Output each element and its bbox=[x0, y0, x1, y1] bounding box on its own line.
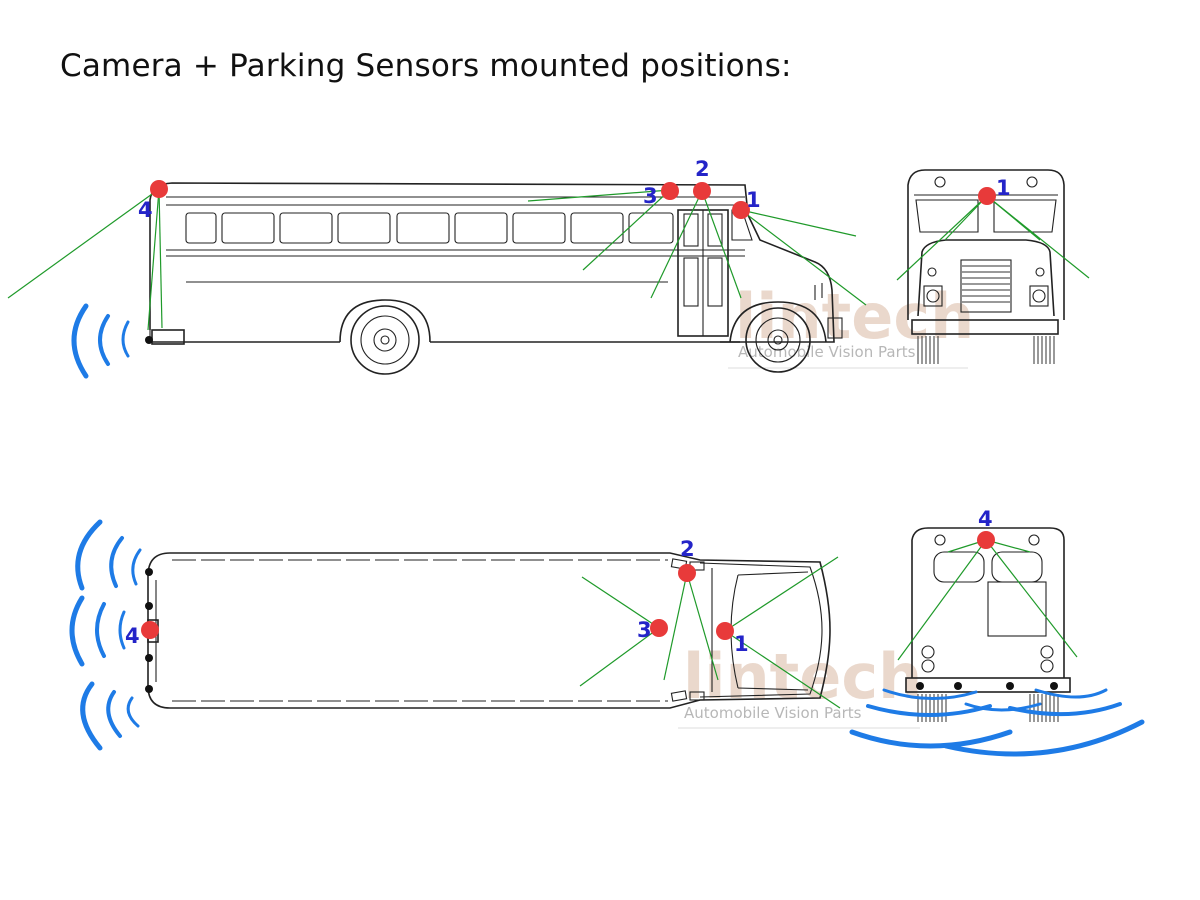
side-view-fov-lines bbox=[7, 188, 867, 331]
front-camera-marker bbox=[716, 622, 734, 640]
watermark-tagline: Automobile Vision Parts bbox=[684, 704, 862, 722]
front-camera-marker bbox=[978, 187, 996, 205]
top-rear-sensor-waves bbox=[69, 519, 142, 751]
top-rear-sensors bbox=[145, 568, 153, 693]
front-camera-label: 1 bbox=[996, 176, 1011, 200]
watermark-tagline: Automobile Vision Parts bbox=[738, 343, 916, 361]
bus-front-view: 1 bbox=[896, 169, 1090, 364]
side-camera-label: 3 bbox=[643, 184, 658, 208]
rear-camera-marker bbox=[977, 531, 995, 549]
bus-side-view: 4 3 2 1 bbox=[7, 157, 867, 379]
rear-view-sensor-waves bbox=[849, 688, 1145, 757]
front-camera-marker bbox=[732, 201, 750, 219]
rear-view-sensors bbox=[916, 682, 1058, 690]
watermark-brand: lintech bbox=[683, 640, 922, 713]
rear-camera-marker bbox=[141, 621, 159, 639]
rear-camera-marker bbox=[150, 180, 168, 198]
page-title: Camera + Parking Sensors mounted positio… bbox=[60, 48, 792, 84]
front-view-fov-lines bbox=[896, 195, 1090, 281]
side-windows bbox=[185, 212, 674, 244]
side-camera-label: 3 bbox=[637, 618, 652, 642]
front-camera-label: 1 bbox=[746, 188, 761, 212]
side-rear-sensor-waves bbox=[71, 303, 153, 379]
bus-top-view: 4 3 2 1 bbox=[69, 519, 841, 751]
rear-camera-label: 4 bbox=[138, 198, 153, 222]
mirror-camera-marker bbox=[693, 182, 711, 200]
rear-camera-label: 4 bbox=[978, 507, 993, 531]
side-camera-marker bbox=[661, 182, 679, 200]
rear-camera-label: 4 bbox=[125, 624, 140, 648]
watermark-bottom: lintech Automobile Vision Parts bbox=[678, 640, 922, 729]
mirror-camera-label: 2 bbox=[680, 537, 695, 561]
side-camera-marker bbox=[650, 619, 668, 637]
top-view-fov-lines bbox=[579, 556, 841, 709]
mirror-camera-marker bbox=[678, 564, 696, 582]
mirror-camera-label: 2 bbox=[695, 157, 710, 181]
bus-rear-view: 4 bbox=[849, 507, 1145, 757]
front-camera-label: 1 bbox=[734, 632, 749, 656]
